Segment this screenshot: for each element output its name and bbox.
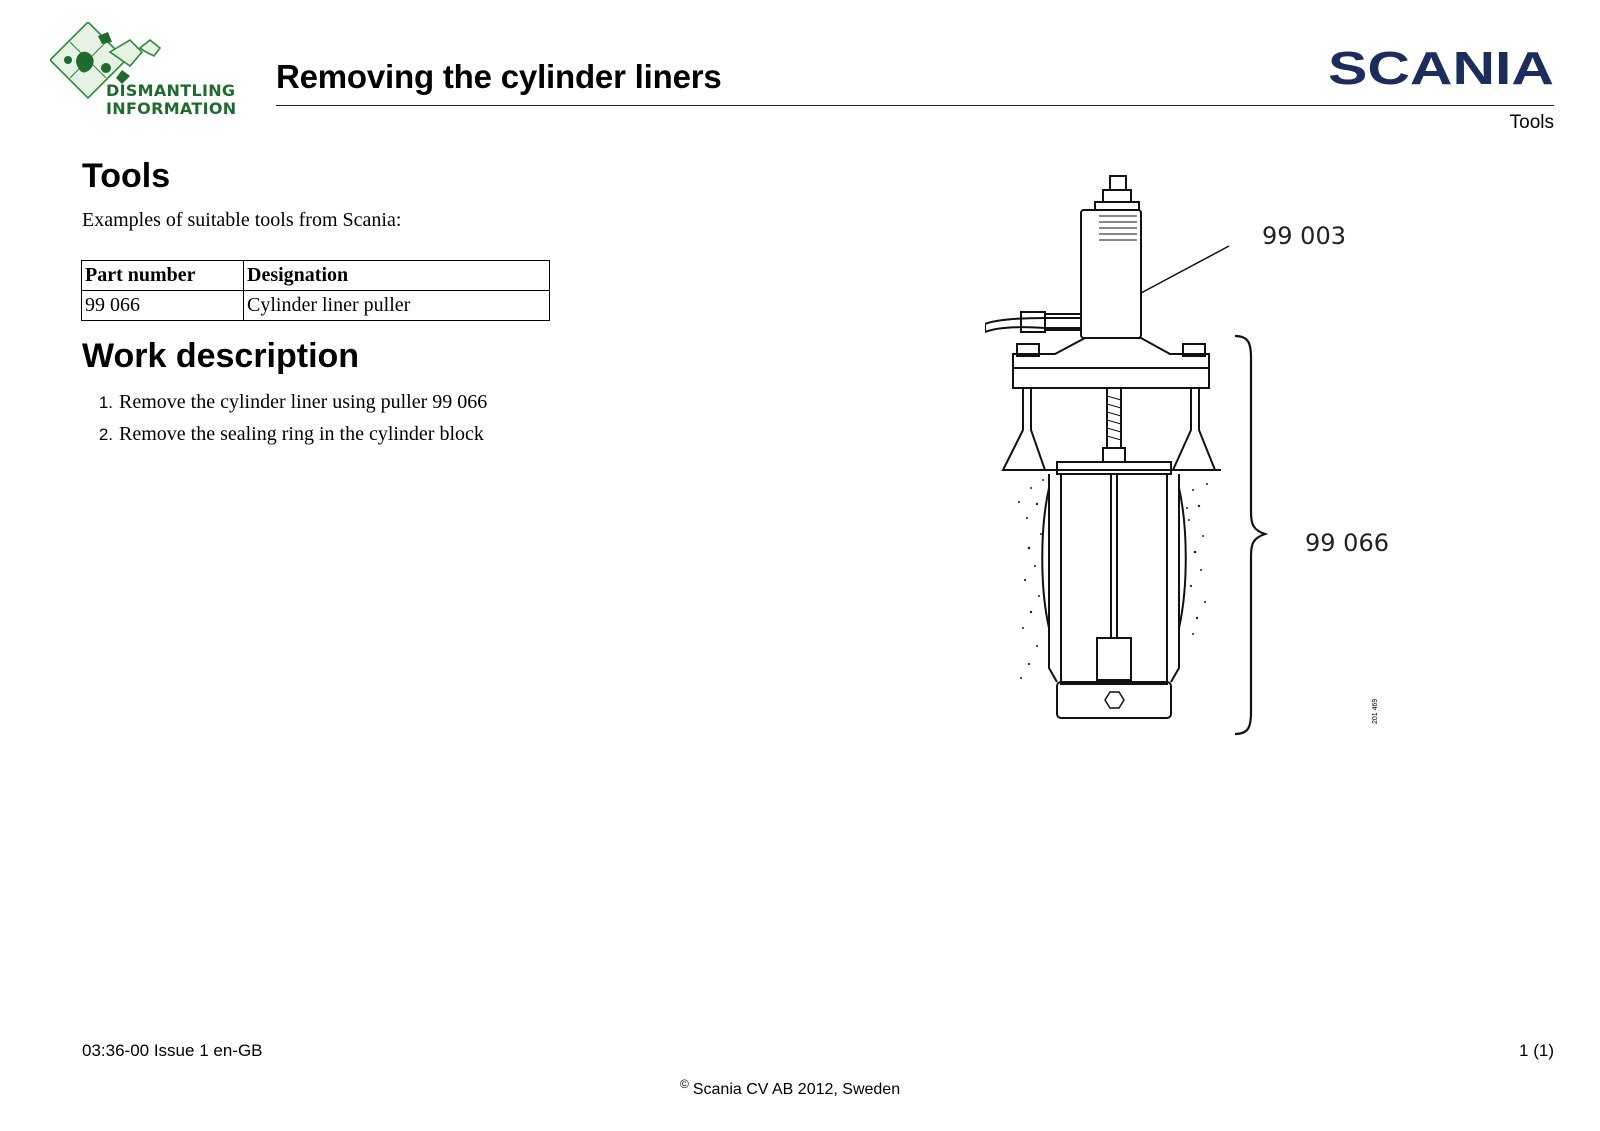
part-number-cell: 99 066 [81,290,244,321]
scania-brand-logo: SCANIA [1328,44,1554,92]
designation-cell: Cylinder liner puller [243,290,550,321]
tools-heading: Tools [82,157,171,195]
table-row: 99 066 Cylinder liner puller [81,290,550,321]
list-item: 1. Remove the cylinder liner using puller… [88,389,487,421]
page-title: Removing the cylinder liners [276,58,722,95]
work-steps-list: 1. Remove the cylinder liner using puller… [88,389,487,453]
column-header-part-number: Part number [81,260,244,291]
cylinder-liner-puller-illustration [985,175,1269,736]
step-text: Remove the sealing ring in the cylinder … [119,423,484,445]
copyright-notice: ©Scania CV AB 2012, Sweden [680,1077,901,1099]
logo-text-line: INFORMATION [106,99,237,118]
step-number: 2. [98,425,113,444]
page-number: 1 (1) [1519,1041,1554,1060]
step-text: Remove the cylinder liner using puller 9… [119,391,488,413]
logo-text-line: DISMANTLING [106,81,236,100]
tools-intro-text: Examples of suitable tools from Scania: [82,209,402,231]
header-divider [276,105,1554,106]
copyright-text: Scania CV AB 2012, Sweden [692,1081,901,1098]
list-item: 2. Remove the sealing ring in the cylinde… [88,421,487,453]
column-header-designation: Designation [243,260,550,291]
step-number: 1. [98,393,113,412]
document-reference: 03:36-00 Issue 1 en-GB [82,1041,263,1060]
callout-99003: 99 003 [1262,222,1346,250]
tools-table: Part number Designation 99 066 Cylinder … [81,260,550,321]
table-header-row: Part number Designation [81,260,550,291]
figure-id: 201 469 [1372,698,1379,724]
section-label: Tools [1509,112,1554,133]
work-description-heading: Work description [82,337,360,375]
brand-wordmark: SCANIA [1328,44,1554,92]
dismantling-information-logo [50,22,162,100]
logo-text: DISMANTLING INFORMATION [106,82,236,118]
callout-99066: 99 066 [1305,529,1389,557]
copyright-icon: © [680,1077,689,1091]
